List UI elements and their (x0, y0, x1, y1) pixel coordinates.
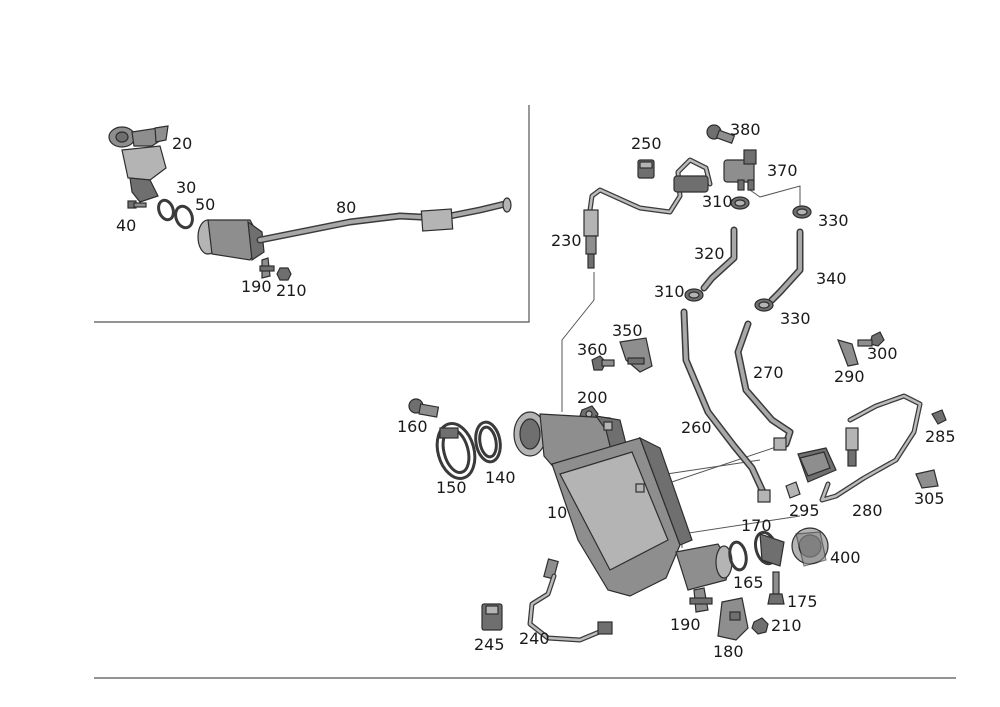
bracket-part-305 (915, 469, 939, 489)
label-30: 30 (176, 178, 196, 197)
bolt-part-40 (127, 200, 147, 209)
connector-clip-part-250 (637, 159, 655, 179)
label-180: 180 (713, 642, 744, 661)
inset-frame (94, 105, 530, 323)
label-50: 50 (195, 195, 215, 214)
hose-clamp-part-310-upper (730, 196, 750, 210)
label-340: 340 (816, 269, 847, 288)
label-370: 370 (767, 161, 798, 180)
bolt-part-360 (591, 355, 615, 371)
label-295: 295 (789, 501, 820, 520)
gasket-ring-part-50 (174, 204, 194, 230)
label-165: 165 (733, 573, 764, 592)
label-285: 285 (925, 427, 956, 446)
hose-clamp-part-330-upper (792, 205, 812, 219)
label-160: 160 (397, 417, 428, 436)
label-230: 230 (551, 231, 582, 250)
temperature-sensor-part-240 (527, 558, 613, 643)
diesel-particulate-filter-part-10 (513, 411, 733, 597)
label-210: 210 (771, 616, 802, 635)
label-245: 245 (474, 635, 505, 654)
clamp-part-170 (753, 530, 785, 567)
oxygen-sensor-part-230 (583, 157, 713, 269)
label-200: 200 (577, 388, 608, 407)
label-270: 270 (753, 363, 784, 382)
bolt-part-175 (767, 571, 785, 605)
hose-part-320 (700, 226, 738, 292)
bracket-part-350 (619, 337, 653, 373)
label-350: 350 (612, 321, 643, 340)
hose-clamp-part-330-lower (754, 298, 774, 312)
label-80: 80 (336, 198, 356, 217)
bolt-part-160 (408, 398, 440, 418)
label-190-inset: 190 (241, 277, 272, 296)
clamp-part-150 (435, 422, 477, 480)
bolt-part-380 (706, 124, 736, 145)
bracket-part-190-inset (259, 257, 275, 279)
gasket-ring-part-140 (474, 420, 502, 464)
label-320: 320 (694, 244, 725, 263)
pipe-sleeve-part-400 (791, 527, 829, 567)
leader-370-330 (749, 185, 801, 212)
label-260: 260 (681, 418, 712, 437)
label-290: 290 (834, 367, 865, 386)
label-360: 360 (577, 340, 608, 359)
label-40: 40 (116, 216, 136, 235)
label-310-lower: 310 (654, 282, 685, 301)
label-310-upper: 310 (702, 192, 733, 211)
turbo-catalyst-part-20 (108, 125, 169, 203)
hose-clamp-part-310-lower (684, 288, 704, 302)
nut-part-210-inset (276, 267, 292, 281)
catalytic-converter-part-80 (197, 197, 512, 262)
label-250: 250 (631, 134, 662, 153)
label-140: 140 (485, 468, 516, 487)
label-175: 175 (787, 592, 818, 611)
label-150: 150 (436, 478, 467, 497)
pressure-sensor-part-370 (723, 149, 757, 191)
label-190: 190 (670, 615, 701, 634)
label-380: 380 (730, 120, 761, 139)
label-170: 170 (741, 516, 772, 535)
bolt-part-300 (857, 331, 885, 347)
pressure-pipe-part-260 (680, 308, 771, 503)
label-10: 10 (547, 503, 567, 522)
label-330-upper: 330 (818, 211, 849, 230)
bracket-part-290 (837, 339, 859, 367)
nut-part-210 (751, 617, 769, 635)
label-300: 300 (867, 344, 898, 363)
gasket-ring-part-165 (728, 540, 748, 572)
bracket-part-190 (689, 587, 713, 613)
gasket-ring-part-30 (157, 198, 175, 222)
label-210-inset: 210 (276, 281, 307, 300)
label-330-lower: 330 (780, 309, 811, 328)
exhaust-sensor-part-280 (819, 393, 923, 503)
label-20: 20 (172, 134, 192, 153)
sensor-module-part-295 (785, 447, 837, 499)
label-305: 305 (914, 489, 945, 508)
label-240: 240 (519, 629, 550, 648)
clip-part-285 (931, 409, 947, 425)
bracket-part-180 (717, 597, 749, 641)
label-280: 280 (852, 501, 883, 520)
hose-part-340 (768, 228, 804, 304)
leader-230 (561, 272, 595, 412)
pressure-pipe-part-270 (734, 320, 794, 451)
label-400: 400 (830, 548, 861, 567)
clip-part-245 (481, 603, 503, 631)
